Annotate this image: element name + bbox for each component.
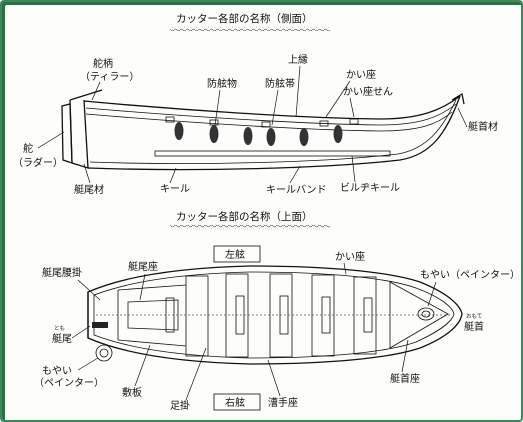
label-floorboard: 敷板 bbox=[122, 386, 142, 399]
top-title-underline bbox=[170, 225, 330, 229]
label-painter-stern: もやい bbox=[42, 365, 72, 377]
label-stern-seat: 艇尾座 bbox=[128, 260, 158, 273]
label-keel-band: キールバンド bbox=[266, 184, 327, 196]
port-box bbox=[213, 245, 261, 263]
label-fender-strake: 防舷帯 bbox=[265, 77, 295, 90]
label-starboard: 右舷 bbox=[225, 396, 245, 409]
side-title-underline bbox=[170, 27, 330, 31]
label-tiller: 舵柄 bbox=[93, 57, 113, 70]
starboard-box bbox=[213, 393, 261, 411]
label-rudder: 舵 bbox=[23, 142, 33, 155]
label-stretcher: 足掛 bbox=[170, 399, 190, 412]
side-view-title: カッター各部の名称（側面） bbox=[176, 12, 313, 25]
ruby-stern: とも bbox=[54, 325, 65, 332]
label-fender: 防舷物 bbox=[207, 77, 237, 90]
side-hull bbox=[61, 89, 465, 171]
label-thole-pin: かい座せん bbox=[343, 85, 393, 98]
side-tholes bbox=[165, 116, 359, 128]
label-gunwale: 上縁 bbox=[288, 53, 308, 66]
label-painter-bow: もやい（ペインター） bbox=[420, 269, 520, 281]
label-bow: 艇首 bbox=[464, 320, 484, 333]
label-tiller-kana: （ティラー） bbox=[80, 71, 139, 83]
label-rudder-kana: （ラダー） bbox=[13, 156, 63, 169]
label-keel: キール bbox=[160, 184, 190, 195]
label-painter-stern-kana: （ペインター） bbox=[34, 377, 104, 389]
label-sternpost: 艇尾材 bbox=[74, 183, 104, 196]
label-stern: 艇尾 bbox=[52, 332, 72, 345]
label-thole: かい座 bbox=[346, 68, 376, 81]
ruby-bow: おもて bbox=[466, 313, 482, 320]
top-hull bbox=[87, 265, 463, 365]
top-view-title: カッター各部の名称（上面） bbox=[176, 210, 313, 223]
label-stem: 艇首材 bbox=[468, 120, 498, 133]
side-fenders bbox=[174, 122, 343, 146]
label-thole-top: かい座 bbox=[335, 250, 365, 263]
label-bow-seat: 艇首座 bbox=[390, 372, 420, 385]
label-stern-knee: 艇尾腰掛 bbox=[42, 266, 82, 279]
label-thwart: 漕手座 bbox=[268, 396, 298, 409]
label-port: 左舷 bbox=[225, 248, 245, 261]
label-bilge-keel: ビルヂキール bbox=[340, 182, 400, 194]
